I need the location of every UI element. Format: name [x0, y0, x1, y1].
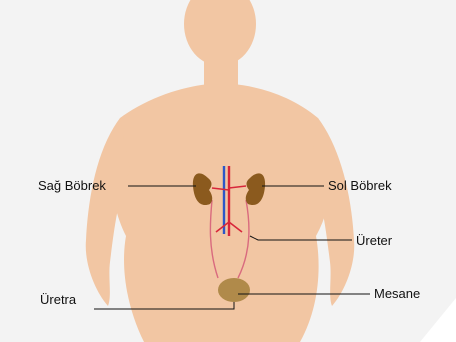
bladder [218, 278, 250, 302]
label-ureter: Üreter [356, 233, 392, 249]
label-left-kidney: Sol Böbrek [328, 178, 392, 194]
label-urethra: Üretra [40, 292, 76, 308]
label-right-kidney: Sağ Böbrek [38, 178, 106, 194]
torso [112, 84, 331, 342]
label-bladder: Mesane [374, 286, 420, 302]
neck [204, 55, 238, 85]
